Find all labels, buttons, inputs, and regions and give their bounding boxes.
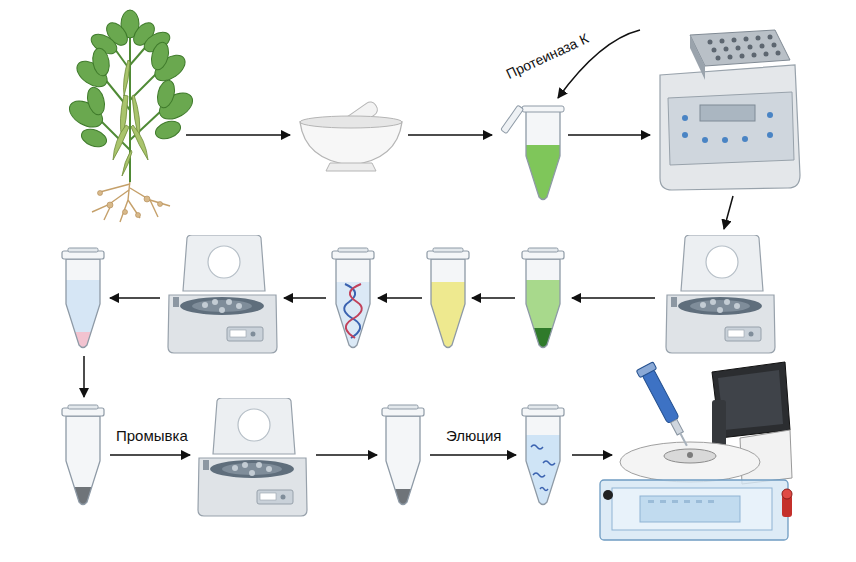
tube-yellow [427,248,469,354]
tube-grey-pellet [382,405,424,511]
lysis-tube [501,105,564,205]
tube-supernatant-pellet [522,248,564,355]
flow-arrows [84,30,733,455]
centrifuge [666,235,775,353]
reagent-label: Протеиназа К [502,29,593,83]
tube-dna [332,248,374,354]
thermoshaker [660,30,800,190]
centrifuge [198,398,307,516]
analysis-instruments [600,362,792,540]
step-label: Элюция [444,427,503,445]
step-label: Промывка [114,427,190,445]
tube-grey-pellet [62,405,104,511]
centrifuge [168,235,277,353]
tube-blue-pink [62,248,104,355]
mortar-pestle [300,100,402,171]
soybean-plant [65,10,197,222]
tube-eluate [522,405,564,511]
